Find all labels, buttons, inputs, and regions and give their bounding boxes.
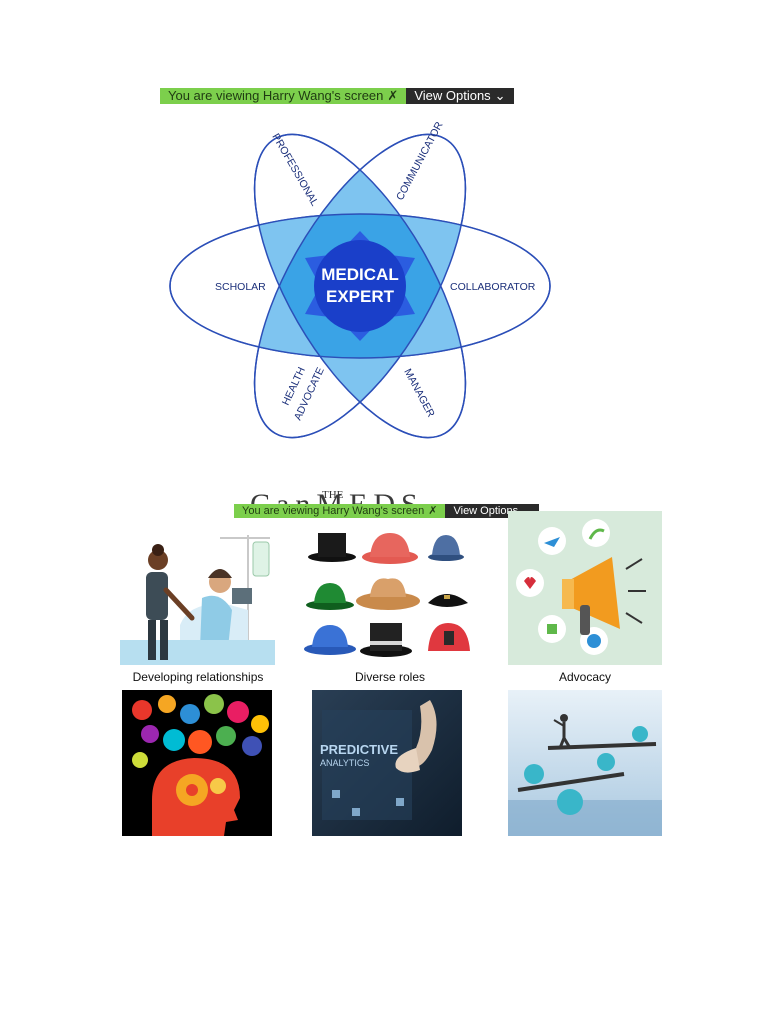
screen-share-banner-top: You are viewing Harry Wang's screen ✗ Vi… (160, 88, 514, 104)
screen-share-notice: You are viewing Harry Wang's screen ✗ (160, 88, 407, 104)
predictive-analytics-image: PREDICTIVE ANALYTICS (312, 690, 462, 836)
relationships-illustration (120, 530, 275, 665)
screen-share-notice-text: You are viewing Harry Wang's screen (242, 505, 425, 517)
chevron-down-icon: ⌄ (494, 88, 506, 103)
medical-expert-label-line1: MEDICAL (321, 265, 398, 284)
balance-coins-image (508, 690, 662, 836)
medical-expert-label-line2: EXPERT (326, 287, 395, 306)
role-label-scholar: SCHOLAR (215, 281, 266, 293)
advocacy-illustration (508, 511, 662, 665)
canmeds-logo-partial: CanMEDS (250, 492, 470, 506)
screen-share-notice: You are viewing Harry Wang's screen ✗ (234, 504, 446, 518)
screen-share-banner-mid: You are viewing Harry Wang's screen ✗ Vi… (234, 504, 540, 518)
role-label-collaborator: COLLABORATOR (450, 281, 536, 293)
canmeds-logo-the: THE (322, 489, 344, 501)
pin-icon: ✗ (387, 88, 399, 103)
view-options-label: View Options (453, 505, 519, 517)
analytics-label: ANALYTICS (320, 758, 370, 768)
pin-icon: ✗ (428, 505, 438, 517)
caption-advocacy: Advocacy (558, 670, 612, 684)
caption-developing-relationships: Developing relationships (132, 670, 264, 684)
creative-mind-illustration (122, 690, 272, 836)
screen-share-notice-text: You are viewing Harry Wang's screen (168, 88, 384, 103)
canmeds-diagram: MEDICAL EXPERT PROFESSIONAL COMMUNICATOR… (169, 119, 551, 501)
predictive-label: PREDICTIVE (320, 742, 399, 757)
medical-expert-core: MEDICAL EXPERT (305, 231, 415, 341)
view-options-button[interactable]: View Options ⌄ (406, 88, 514, 104)
view-options-label: View Options (414, 88, 491, 103)
hats-illustration (300, 525, 480, 665)
caption-diverse-roles: Diverse roles (354, 670, 426, 684)
